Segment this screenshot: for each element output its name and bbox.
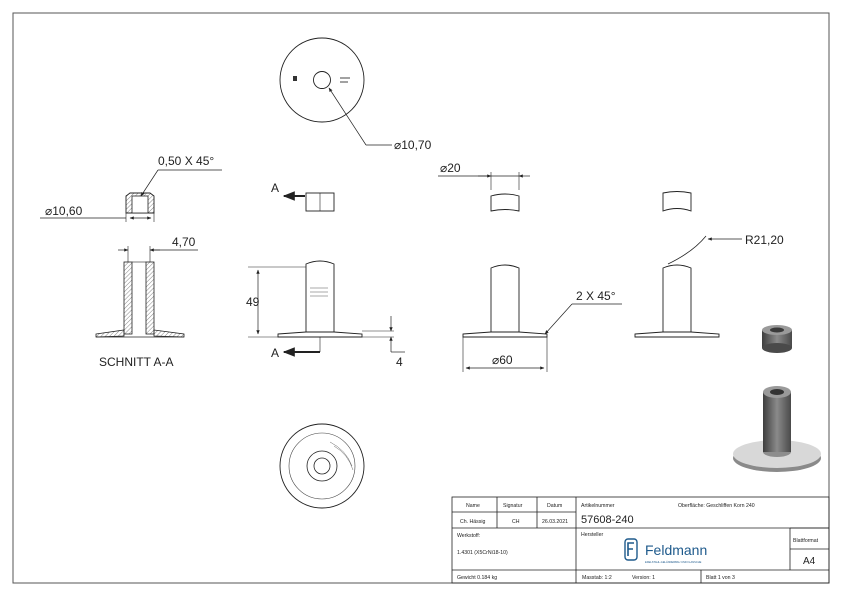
tb-name-value: Ch. Hässig: [460, 519, 485, 525]
rear-view: R21,20: [634, 191, 784, 338]
brand-name: Feldmann: [645, 542, 707, 558]
tb-signature-value: CH: [512, 519, 520, 525]
dim-top-hole-dia: ⌀10,70: [394, 138, 432, 152]
tb-header-signature: Signatur: [503, 503, 523, 509]
dim-chamfer-large: 2 X 45°: [576, 289, 616, 303]
dim-dia-20: ⌀20: [440, 161, 461, 175]
tb-scale: Masstab: 1:2: [582, 575, 612, 581]
bottom-view: [279, 423, 365, 509]
dim-dia-10-60: ⌀10,60: [45, 204, 83, 218]
front-view: A 49 4 A: [246, 181, 405, 369]
section-marker-bottom: A: [271, 346, 279, 360]
dim-wall: 4,70: [172, 235, 196, 249]
tb-header-date: Datum: [547, 503, 562, 509]
tb-article-value: 57608-240: [581, 514, 634, 526]
iso-cap-render: [762, 325, 792, 353]
tb-header-name: Name: [466, 503, 480, 509]
tb-date-value: 26.03.2021: [542, 519, 568, 525]
section-view: 0,50 X 45° ⌀10,60 4,70 SCHNITT A-A: [40, 154, 222, 369]
tb-surface: Oberfläche: Geschliffen Korn 240: [678, 503, 755, 509]
title-block: [451, 496, 830, 584]
section-title: SCHNITT A-A: [99, 355, 173, 369]
dim-plate-thk: 4: [396, 355, 403, 369]
tb-version: Version: 1: [632, 575, 655, 581]
top-hole: [313, 71, 331, 89]
dim-height: 49: [246, 295, 260, 309]
top-view: ⌀10,70: [279, 37, 432, 152]
tb-article-label: Artikelnummer: [581, 503, 615, 509]
tb-format-label: Blattformat: [793, 538, 819, 544]
tb-material-value: 1.4301 (X5CrNi18-10): [457, 550, 508, 556]
brand-tagline: EDELSTAHL-GELÄNDERBAU UND FLANSCHE: [645, 560, 702, 564]
dim-chamfer-small: 0,50 X 45°: [158, 154, 214, 168]
dim-dia-60: ⌀60: [492, 353, 513, 367]
tb-weight: Gewicht 0.184 kg: [457, 575, 497, 581]
tb-manufacturer-label: Hersteller: [581, 532, 603, 538]
dim-radius: R21,20: [745, 233, 784, 247]
marking-icon: [293, 76, 297, 81]
section-marker-top: A: [271, 181, 279, 195]
feldmann-logo: [624, 538, 638, 561]
tb-sheet: Blatt 1 von 3: [706, 575, 735, 581]
side-view: ⌀20 2 X 45° ⌀60: [438, 161, 622, 372]
tb-material-label: Werkstoff:: [457, 533, 480, 539]
drawing-border: [12, 12, 830, 584]
tb-format-value: A4: [803, 556, 816, 567]
iso-post-render: [733, 386, 821, 472]
